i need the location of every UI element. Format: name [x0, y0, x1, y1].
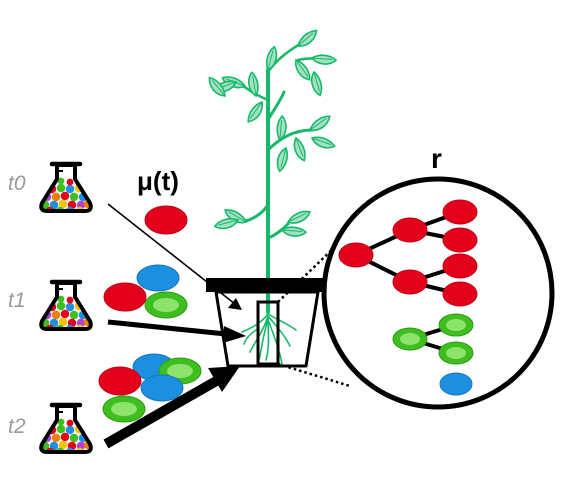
arrow-t2 [103, 366, 240, 449]
flask-icon-t0 [36, 164, 96, 215]
microbe-blue [439, 372, 473, 396]
r-label: r [431, 143, 442, 174]
microbe-blue [136, 264, 180, 292]
time-label-t0: t0 [8, 172, 26, 195]
microbe-red [103, 282, 147, 312]
microbe-red [442, 199, 478, 225]
microbes-t0 [144, 205, 188, 235]
microbe-green-inner [400, 333, 420, 345]
zoom-line-bottom [277, 362, 351, 388]
microbe-green-inner [446, 347, 466, 359]
microbe-green-inner [153, 298, 179, 312]
plant-icon [204, 27, 338, 365]
flask-icon-t2 [36, 405, 96, 456]
mu-label: μ(t) [137, 166, 179, 196]
plant-roots [241, 313, 297, 365]
flask-icon-t1 [36, 282, 96, 333]
microbe-red [442, 253, 478, 279]
microbe-red [392, 217, 428, 243]
microbe-green-inner [446, 319, 466, 331]
arrow-t0 [107, 203, 242, 310]
time-label-t2: t2 [8, 415, 26, 438]
microbes-t2 [98, 353, 202, 423]
microbes-t1 [103, 264, 188, 319]
zoom-line-top [277, 237, 345, 303]
microbe-red [442, 281, 478, 307]
microbe-green-inner [111, 402, 137, 416]
network-nodes [338, 199, 478, 396]
microbe-blue [140, 374, 184, 402]
microbe-red [392, 269, 428, 295]
microbe-red [338, 242, 374, 268]
microbe-red [144, 205, 188, 235]
root-zoom-box [256, 300, 280, 366]
microbe-red [98, 366, 142, 396]
magnifier-circle [321, 176, 555, 410]
time-label-t1: t1 [8, 289, 26, 312]
microbe-green-inner [167, 364, 193, 378]
microbe-red [442, 227, 478, 253]
arrow-t1 [107, 319, 246, 343]
